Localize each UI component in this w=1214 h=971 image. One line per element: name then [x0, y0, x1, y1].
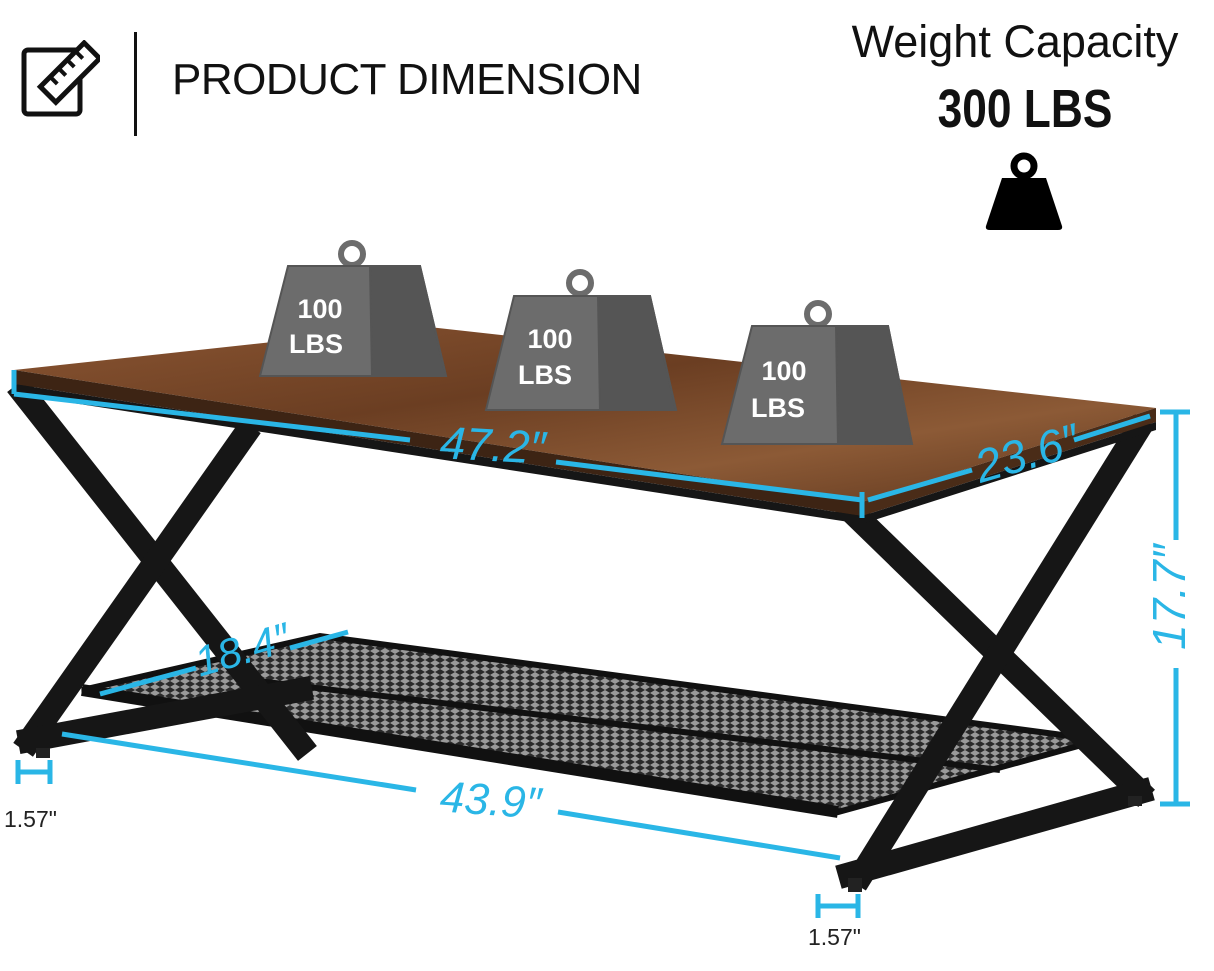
weight-1 [258, 240, 448, 377]
height-label: 17.7″ [1142, 544, 1195, 650]
weight-3 [720, 300, 914, 445]
capacity-value: 300 LBS [937, 79, 1113, 139]
dimension-lines [11, 370, 1190, 918]
weight-3-unit: LBS [751, 393, 805, 423]
header-divider [134, 32, 137, 136]
weight-1-number: 100 [297, 294, 343, 324]
right-x-frame [835, 413, 1155, 891]
weight-2-unit: LBS [518, 360, 572, 390]
weight-3-number: 100 [761, 356, 807, 386]
weight-icon [985, 152, 1063, 230]
left-x-frame [7, 377, 317, 761]
top-width-label: 47.2″ [438, 416, 548, 474]
capacity-label: Weight Capacity [851, 16, 1179, 67]
left-foot-width-label: 1.57" [4, 806, 57, 832]
base-width-label: 43.9″ [438, 772, 543, 829]
measure-pencil-icon [21, 40, 100, 117]
weight-1-unit: LBS [289, 329, 343, 359]
page-title: PRODUCT DIMENSION [172, 55, 642, 104]
right-foot-width-label: 1.57" [808, 924, 861, 950]
weight-2-number: 100 [527, 324, 573, 354]
weight-2 [484, 269, 678, 411]
